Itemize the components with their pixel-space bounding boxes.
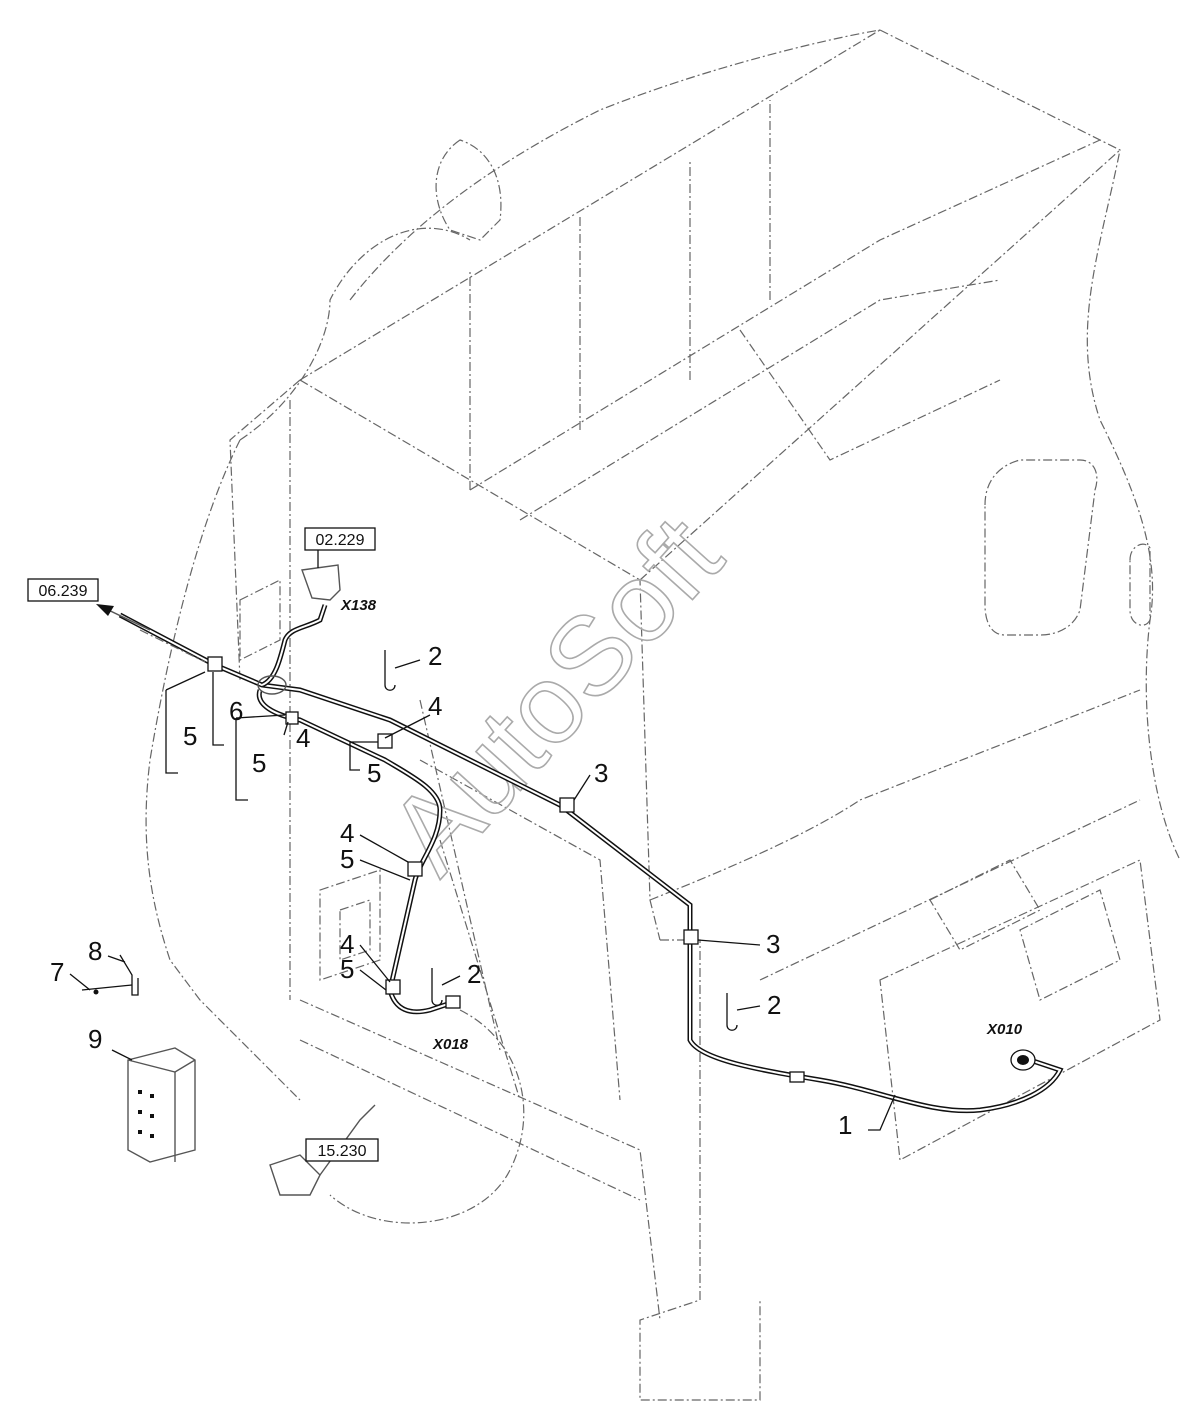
ref-15230-text: 15.230 <box>318 1143 367 1160</box>
callout-2-right: 2 <box>767 990 781 1020</box>
item-9-box <box>127 1047 196 1163</box>
callout-9: 9 <box>88 1024 102 1054</box>
connector-x018: X018 <box>432 1036 469 1053</box>
callout-4-low: 4 <box>340 929 354 959</box>
callout-4-left: 4 <box>296 723 310 753</box>
callout-6: 6 <box>229 696 243 726</box>
ref-15230: 15.230 <box>305 1138 379 1162</box>
ref-02229-text: 02.229 <box>316 532 365 549</box>
harness-clips <box>207 656 805 1083</box>
ref-02229: 02.229 <box>304 527 376 568</box>
callout-5-d: 5 <box>340 844 354 874</box>
callout-4-mid: 4 <box>340 818 354 848</box>
callout-7: 7 <box>50 957 64 987</box>
ref-06239: 06.239 <box>27 578 99 602</box>
ref-06239-text: 06.239 <box>39 583 88 600</box>
callout-3-upper: 3 <box>594 758 608 788</box>
callout-2-upper: 2 <box>428 641 442 671</box>
callout-4-top: 4 <box>428 691 442 721</box>
callout-5-b: 5 <box>252 748 266 778</box>
callout-5-e: 5 <box>340 954 354 984</box>
connector-x010: X010 <box>986 1021 1023 1038</box>
loose-parts <box>81 954 196 1163</box>
callout-1: 1 <box>838 1110 852 1140</box>
callout-8: 8 <box>88 936 102 966</box>
callout-2-middle: 2 <box>467 959 481 989</box>
callout-3-lower: 3 <box>766 929 780 959</box>
connector-shapes <box>269 564 1036 1196</box>
hook-parts <box>384 650 738 1031</box>
callout-5-c: 5 <box>367 758 381 788</box>
link-lines <box>139 629 525 1224</box>
callout-5-a: 5 <box>183 721 197 751</box>
connector-x138: X138 <box>340 597 377 614</box>
callout-leaders <box>69 659 896 1131</box>
